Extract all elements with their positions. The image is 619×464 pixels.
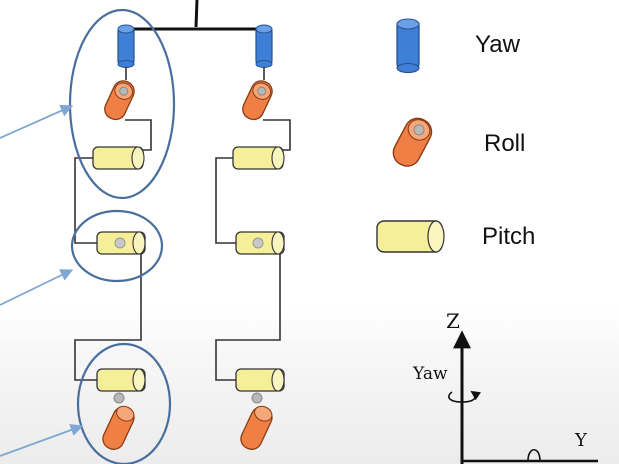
ankle-joint-group-ellipse	[76, 342, 172, 464]
right-hip-yaw-motor	[255, 24, 273, 68]
knee-joint-group-ellipse	[70, 209, 164, 283]
orange-cylinder-icon	[392, 117, 433, 167]
pointer-arrows	[0, 104, 84, 457]
legend-yaw-label: Yaw	[475, 31, 520, 58]
right-ankle-pitch-motor	[235, 368, 285, 404]
left-ankle-roll-motor	[102, 405, 135, 450]
left-hip-pitch-motor	[92, 146, 145, 170]
left-hip-yaw-motor	[117, 24, 135, 68]
right-leg-links	[215, 119, 291, 381]
body-connector	[126, 0, 264, 31]
gear-icon	[114, 237, 126, 249]
hip-joint-group-ellipse	[68, 8, 176, 200]
yellow-cylinder-icon	[376, 220, 445, 253]
right-hip-roll-motor	[242, 80, 273, 121]
right-knee-pitch-motor	[235, 231, 285, 255]
gear-icon	[257, 86, 267, 96]
y-axis-label: Y	[575, 430, 587, 451]
yaw-rotation-icon	[448, 390, 482, 403]
gear-icon	[252, 237, 264, 249]
yaw-axis-label: Yaw	[413, 364, 448, 384]
gear-icon	[119, 86, 129, 96]
left-ankle-pitch-motor	[96, 368, 146, 404]
right-hip-pitch-motor	[232, 146, 285, 170]
legend-pitch-label: Pitch	[482, 223, 536, 250]
z-axis-label: Z	[446, 309, 460, 333]
y-rotation-icon	[527, 448, 541, 462]
left-hip-roll-motor	[104, 80, 135, 121]
right-ankle-roll-motor	[240, 405, 273, 450]
gear-icon	[251, 392, 263, 404]
left-knee-pitch-motor	[96, 231, 146, 255]
gear-icon	[113, 392, 125, 404]
coordinate-axes	[448, 330, 598, 464]
legend-roll-label: Roll	[484, 130, 526, 157]
blue-cylinder-icon	[396, 18, 420, 74]
